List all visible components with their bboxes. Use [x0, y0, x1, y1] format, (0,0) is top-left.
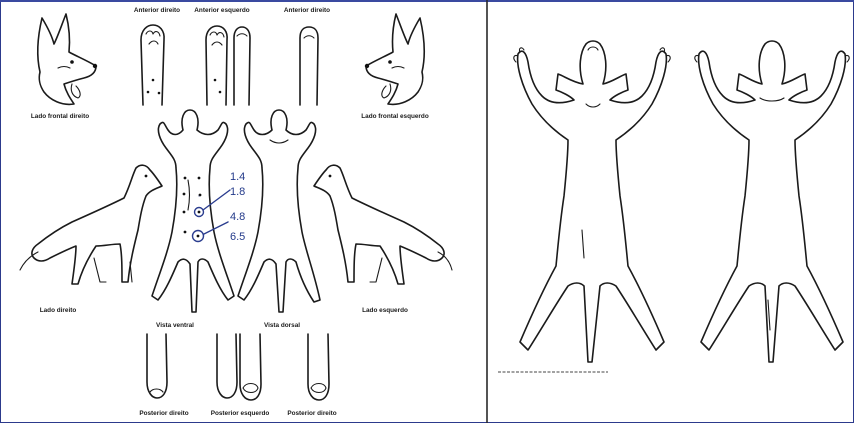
- label-posterior-left: Posterior esquerdo: [211, 410, 270, 417]
- label-anterior-right-2: Anterior direito: [284, 7, 330, 14]
- label-dorsal: Vista dorsal: [264, 322, 300, 329]
- label-side-left: Lado esquerdo: [362, 307, 408, 314]
- annotation-2: 1.8: [230, 186, 245, 198]
- label-ventral: Vista ventral: [156, 322, 194, 329]
- annotation-3: 4.8: [230, 211, 245, 223]
- annotation-1: 1.4: [230, 171, 245, 183]
- annotation-4: 6.5: [230, 231, 245, 243]
- label-head-left: Lado frontal esquerdo: [361, 113, 429, 120]
- label-head-right: Lado frontal direito: [31, 113, 89, 120]
- label-posterior-right-1: Posterior direito: [139, 410, 188, 417]
- label-side-right: Lado direito: [40, 307, 77, 314]
- label-anterior-left: Anterior esquerdo: [194, 7, 249, 14]
- label-posterior-right-2: Posterior direito: [287, 410, 336, 417]
- label-anterior-right-1: Anterior direito: [134, 7, 180, 14]
